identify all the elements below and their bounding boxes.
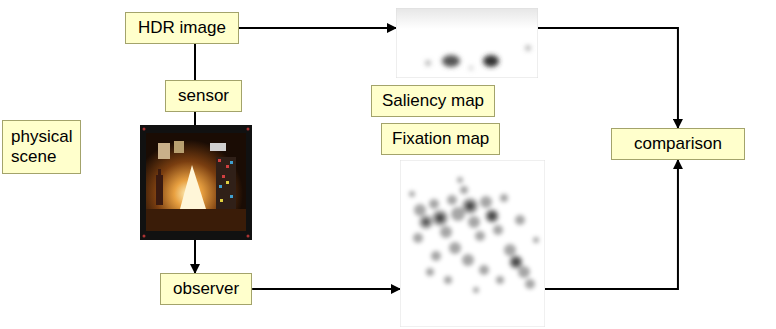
node-label: comparison [611, 128, 745, 160]
connector-arrow [239, 27, 396, 29]
connector-arrow [545, 160, 678, 289]
scene-photo [140, 125, 252, 240]
fixation-image [400, 160, 545, 327]
node-label: HDR image [125, 12, 239, 44]
process-box: observer [160, 273, 252, 305]
process-box: comparison [611, 128, 745, 160]
node-label: sensor [165, 80, 242, 112]
connector-arrow [252, 288, 400, 290]
map-node: Saliency map [396, 8, 538, 78]
process-box: sensor [165, 80, 242, 112]
node-label: observer [160, 273, 252, 305]
connector-arrow [194, 44, 196, 80]
label-box: physical scene [2, 120, 81, 174]
input-box: HDR image [125, 12, 239, 44]
node-label: Fixation map [381, 123, 500, 155]
node-label: Saliency map [371, 85, 495, 117]
node-label: physical scene [2, 120, 81, 174]
map-node: Fixation map [400, 160, 545, 327]
saliency-image [396, 8, 538, 78]
connector-arrow [538, 28, 678, 128]
